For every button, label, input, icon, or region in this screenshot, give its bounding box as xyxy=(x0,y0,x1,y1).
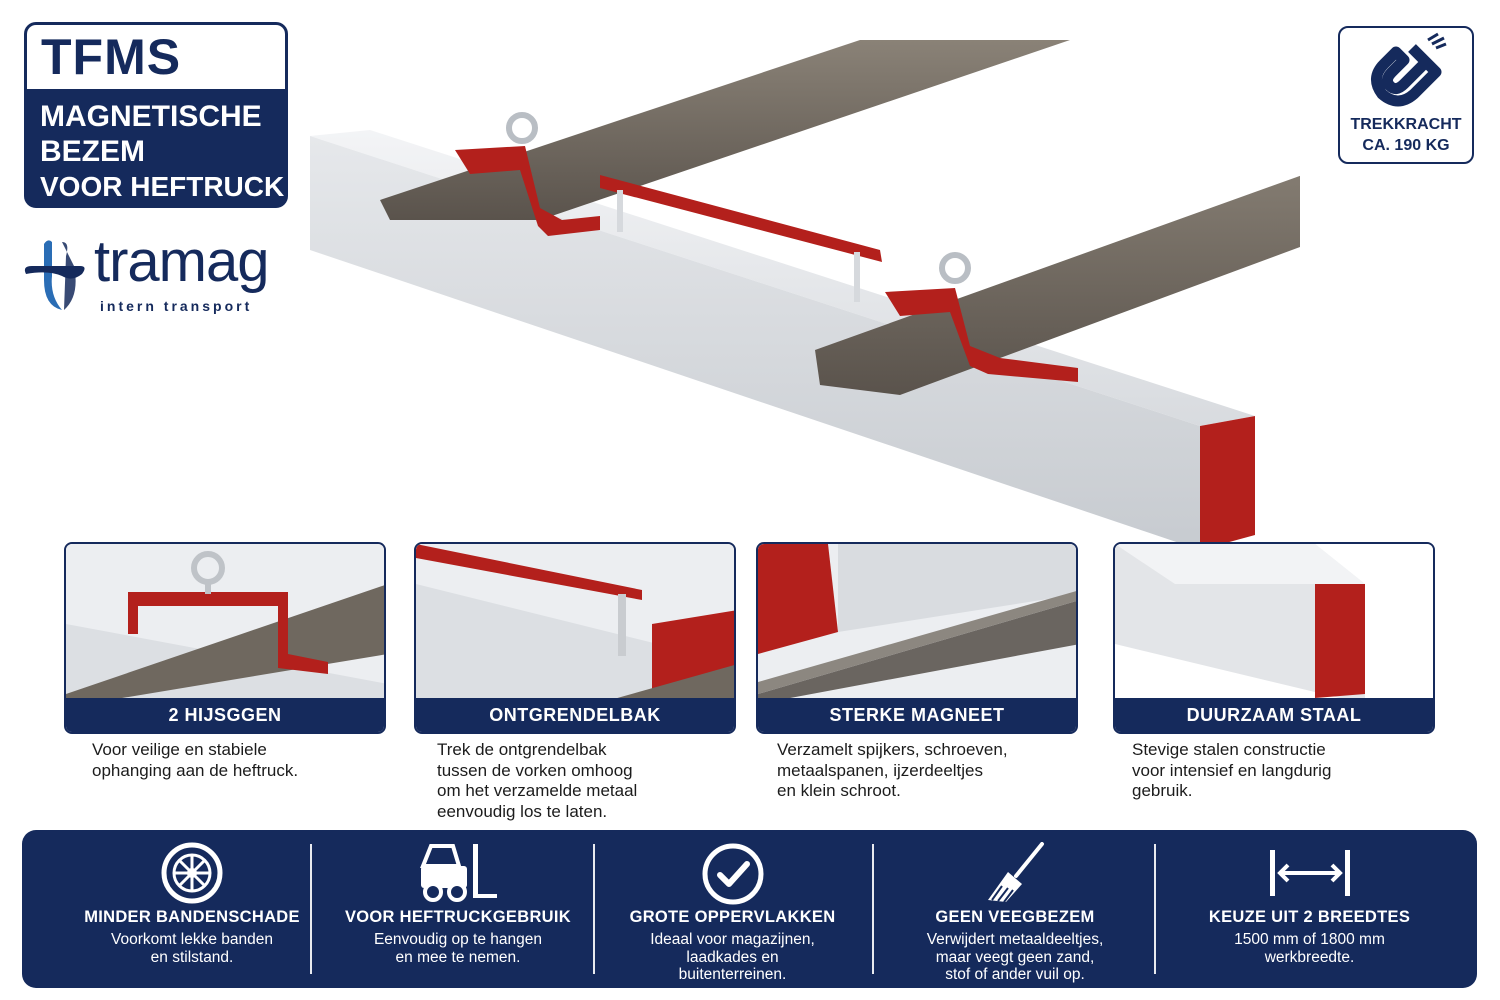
card-lifting-eyes: 2 HIJSGGEN xyxy=(64,542,386,734)
feature-tire-damage-title: MINDER BANDENSCHADE xyxy=(84,908,300,926)
broom-icon xyxy=(988,842,1044,903)
card-lifting-eyes-image xyxy=(66,544,384,704)
feature-divider xyxy=(310,844,312,974)
card-strong-magnet-title: STERKE MAGNEET xyxy=(758,698,1076,732)
feature-divider xyxy=(1154,844,1156,974)
feature-large-surfaces-title: GROTE OPPERVLAKKEN xyxy=(629,908,836,926)
pull-force-label: TREKKRACHT xyxy=(1350,116,1462,133)
card-strong-magnet: STERKE MAGNEET xyxy=(756,542,1078,734)
card-lifting-eyes-title: 2 HIJSGGEN xyxy=(66,698,384,732)
title-badge: TFMS MAGNETISCHE BEZEM VOOR HEFTRUCK xyxy=(24,22,288,208)
title-badge-top: TFMS xyxy=(27,25,285,89)
logo-cross-icon xyxy=(24,240,85,310)
card-release-box: ONTGRENDELBAK xyxy=(414,542,736,734)
feature-divider xyxy=(593,844,595,974)
pull-force-value: CA. 190 KG xyxy=(1362,137,1450,154)
feature-large-surfaces-desc: Ideaal voor magazijnen, laadkades en bui… xyxy=(650,931,815,983)
left-fork xyxy=(380,40,1070,220)
feature-two-widths-desc: 1500 mm of 1800 mm werkbreedte. xyxy=(1234,931,1385,966)
feature-no-sweeper-desc: Verwijdert metaaldeeltjes, maar veegt ge… xyxy=(926,931,1104,983)
card-durable-steel: DUURZAAM STAAL xyxy=(1113,542,1435,734)
product-title-line3: VOOR HEFTRUCK xyxy=(40,171,285,202)
logo-tagline: intern transport xyxy=(100,298,253,314)
release-pin-right xyxy=(854,252,860,302)
product-code: TFMS xyxy=(41,29,182,85)
tramag-logo: tramag intern transport xyxy=(22,229,292,316)
feature-two-widths: KEUZE UIT 2 BREEDTES 1500 mm of 1800 mm … xyxy=(1167,830,1452,988)
feature-forklift-use-title: VOOR HEFTRUCKGEBRUIK xyxy=(344,908,571,926)
width-arrow-icon xyxy=(1269,850,1350,896)
release-bar xyxy=(600,175,882,262)
product-title-line2: BEZEM xyxy=(40,135,145,168)
logo-wordmark: tramag xyxy=(94,229,270,294)
feature-no-sweeper-title: GEEN VEEGBEZEM xyxy=(935,908,1095,926)
feature-forklift-use-desc: Eenvoudig op te hangen en mee te nemen. xyxy=(373,931,543,966)
card-durable-steel-desc: Stevige stalen constructie voor intensie… xyxy=(1132,740,1332,800)
card-strong-magnet-image xyxy=(758,544,1076,704)
tire-icon xyxy=(161,842,223,904)
card-lifting-eyes-desc: Voor veilige en stabiele ophanging aan d… xyxy=(92,740,299,780)
beam-end-cap xyxy=(1200,416,1255,550)
feature-band: MINDER BANDENSCHADE Voorkomt lekke bande… xyxy=(22,830,1477,988)
pull-force-text: TREKKRACHT CA. 190 KG xyxy=(1340,114,1472,156)
feature-large-surfaces: GROTE OPPERVLAKKEN Ideaal voor magazijne… xyxy=(600,830,865,988)
card-release-box-desc: Trek de ontgrendelbak tussen de vorken o… xyxy=(437,740,638,821)
release-pin-left xyxy=(617,190,623,232)
pull-force-badge: TREKKRACHT CA. 190 KG xyxy=(1338,26,1474,164)
right-eyebolt xyxy=(939,252,971,284)
feature-two-widths-title: KEUZE UIT 2 BREEDTES xyxy=(1208,908,1411,926)
product-title: MAGNETISCHE BEZEM VOOR HEFTRUCK xyxy=(27,89,285,204)
magnet-icon xyxy=(1371,32,1447,107)
feature-tire-damage-desc: Voorkomt lekke banden en stilstand. xyxy=(111,931,273,966)
feature-forklift-use: VOOR HEFTRUCKGEBRUIK Eenvoudig op te han… xyxy=(324,830,592,988)
card-durable-steel-image xyxy=(1115,544,1433,704)
product-title-line1: MAGNETISCHE xyxy=(40,100,262,133)
left-eyebolt xyxy=(506,112,538,144)
card-release-box-title: ONTGRENDELBAK xyxy=(416,698,734,732)
feature-tire-damage: MINDER BANDENSCHADE Voorkomt lekke bande… xyxy=(44,830,340,988)
feature-no-sweeper: GEEN VEEGBEZEM Verwijdert metaaldeeltjes… xyxy=(884,830,1146,988)
left-bracket xyxy=(455,146,600,236)
card-durable-steel-title: DUURZAAM STAAL xyxy=(1115,698,1433,732)
right-fork xyxy=(815,175,1300,395)
card-release-box-image xyxy=(416,544,734,704)
right-bracket xyxy=(885,288,1078,382)
hero-product-illustration xyxy=(310,40,1300,550)
card-strong-magnet-desc: Verzamelt spijkers, schroeven, metaalspa… xyxy=(777,740,1008,800)
checkmark-circle-icon xyxy=(702,843,763,905)
feature-divider xyxy=(872,844,874,974)
beam-front-face xyxy=(310,136,1200,550)
forklift-icon xyxy=(420,844,497,902)
